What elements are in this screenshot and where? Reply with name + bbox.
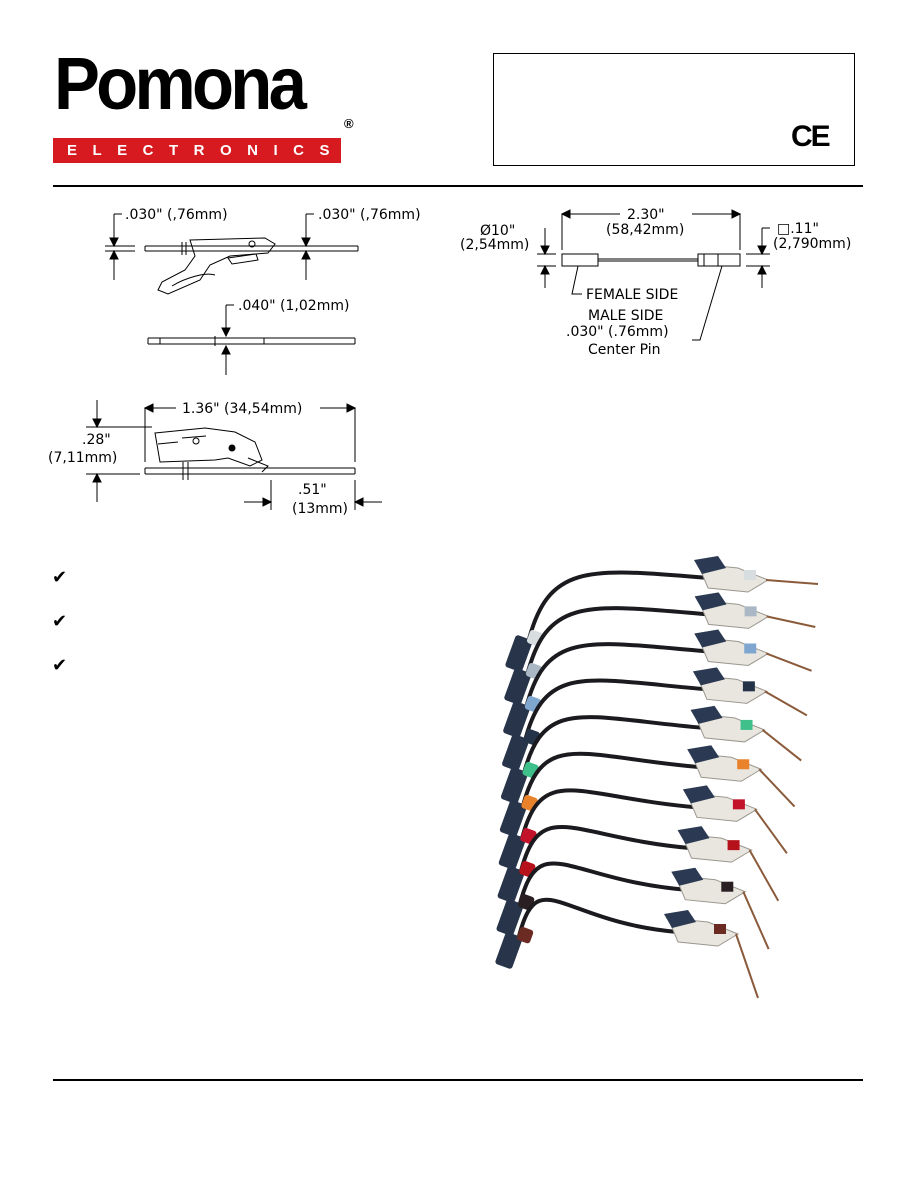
clip-trigger [692, 667, 725, 686]
dim-top-right: .030" (,76mm) [318, 207, 421, 223]
dim-height-mm: (7,11mm) [48, 450, 117, 466]
clip-color-tab [740, 719, 753, 730]
lead-plug [497, 866, 525, 903]
dim-height-in: .28" [82, 432, 111, 448]
clip-color-tab [744, 643, 757, 654]
clip-trigger [671, 867, 704, 886]
footer-divider [53, 1079, 863, 1081]
header-divider [53, 185, 863, 187]
brand-logo-subtitle: ELECTRONICS [53, 138, 341, 163]
clip-body [697, 563, 770, 593]
dim-jaw-in: .51" [298, 482, 327, 498]
lead-plug [495, 932, 523, 969]
clip-body [680, 833, 753, 863]
clip-color-tab [737, 759, 750, 770]
lead-wire [524, 606, 709, 677]
checkmark-icon: ✔ [52, 611, 68, 631]
clip-body [697, 636, 770, 666]
ce-mark-icon: CE [791, 120, 831, 153]
clip-color-tab [742, 681, 755, 692]
clip-probe-pin [765, 579, 819, 585]
clip-probe-pin [758, 768, 796, 808]
dim-length: 1.36" (34,54mm) [182, 401, 302, 417]
lead-plug [498, 833, 526, 870]
lead-plug [502, 734, 529, 771]
grabber-top-drawing [147, 304, 356, 375]
clip-trigger [694, 629, 727, 648]
connector-drawing [537, 213, 770, 341]
dim-connector-square-in: □.11" [777, 221, 819, 237]
certification-box: CE [493, 53, 855, 166]
lead-wire [516, 897, 679, 941]
dim-connector-diameter-in: Ø10" [480, 223, 515, 239]
grabber-side-drawing [105, 213, 359, 295]
clip-trigger [687, 745, 720, 764]
label-center-pin: Center Pin [588, 342, 660, 358]
clip-probe-pin [765, 652, 812, 672]
clip-color-tab [727, 840, 740, 851]
checkmark-icon: ✔ [52, 567, 68, 587]
dim-mid: .040" (1,02mm) [238, 298, 349, 314]
clip-trigger [682, 785, 715, 804]
clip-probe-pin [754, 808, 788, 854]
clip-body [690, 752, 763, 782]
registered-mark: ® [344, 116, 354, 131]
clip-trigger [694, 592, 727, 611]
clip-probe-pin [764, 690, 808, 717]
dim-connector-diameter-mm: (2,54mm) [460, 237, 529, 253]
dim-connector-length-in: 2.30" [627, 207, 665, 223]
lead-wire [518, 825, 692, 875]
lead-plug [503, 701, 531, 738]
lead-wire [523, 642, 709, 710]
clip-body [667, 917, 740, 947]
clip-trigger [664, 910, 696, 928]
lead-plug [499, 800, 527, 837]
dimension-drawings: .030" (,76mm) .030" (,76mm) .040" (1,02m… [48, 207, 851, 517]
checkmark-icon: ✔ [52, 655, 68, 675]
lead-color-band [516, 927, 534, 944]
clip-trigger [690, 705, 723, 724]
lead-wire [517, 861, 686, 908]
clip-probe-pin [766, 615, 816, 629]
product-photo-test-leads [495, 556, 819, 999]
lead-wire [522, 678, 708, 743]
clip-probe-pin [761, 729, 802, 762]
feature-checklist: ✔ ✔ ✔ [52, 565, 67, 697]
clip-color-tab [744, 570, 756, 580]
clip-trigger [694, 556, 726, 574]
clip-color-tab [744, 606, 757, 617]
clip-color-tab [732, 799, 745, 810]
clip-body [697, 599, 770, 629]
clip-probe-pin [735, 933, 759, 999]
lead-plug [500, 767, 528, 804]
clip-body [686, 792, 759, 822]
clip-color-tab [714, 924, 726, 934]
dim-center-pin: .030" (.76mm) [566, 324, 669, 340]
lead-plug [504, 668, 532, 705]
label-female-side: FEMALE SIDE [586, 287, 678, 303]
dim-connector-length-mm: (58,42mm) [606, 222, 684, 238]
clip-body [696, 674, 769, 704]
lead-wire [519, 788, 698, 842]
label-male-side: MALE SIDE [588, 308, 663, 324]
dim-jaw-mm: (13mm) [292, 501, 348, 517]
clip-body [693, 713, 766, 743]
lead-wire [520, 751, 702, 809]
dim-connector-square-mm: (2,790mm) [773, 236, 851, 252]
lead-wire [526, 570, 709, 644]
dim-top-left: .030" (,76mm) [125, 207, 228, 223]
clip-probe-pin [742, 891, 770, 950]
clip-trigger [677, 826, 710, 845]
clip-probe-pin [748, 849, 780, 902]
clip-body [674, 875, 747, 905]
lead-plug [496, 899, 524, 936]
brand-logo-wordmark: Pomona [54, 42, 307, 125]
lead-plug [505, 635, 533, 672]
lead-wire [521, 715, 705, 776]
clip-color-tab [721, 881, 734, 892]
